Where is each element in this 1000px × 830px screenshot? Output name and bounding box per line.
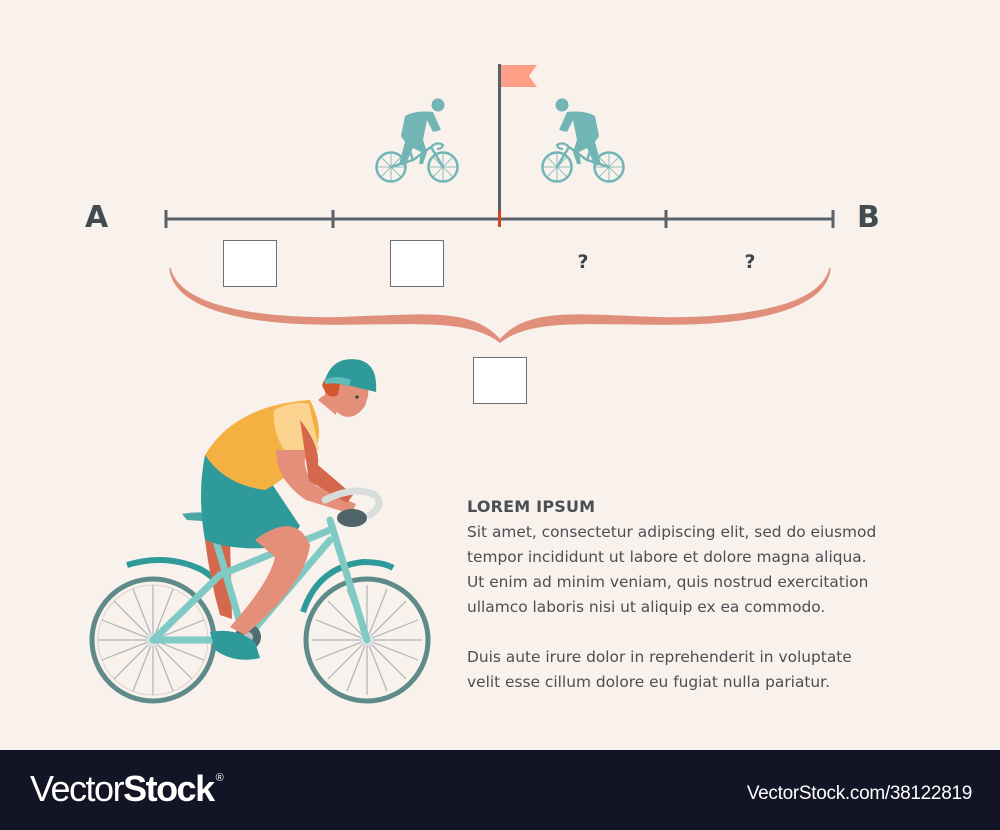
logo-bold-text: Stock bbox=[123, 768, 215, 809]
vectorstock-logo: VectorStock® bbox=[30, 768, 224, 810]
image-url-text: VectorStock.com/38122819 bbox=[746, 783, 972, 804]
segment-1-answer-box[interactable] bbox=[223, 240, 277, 287]
cyclist-silhouette-icon bbox=[375, 98, 459, 183]
watermark-footer: VectorStock® VectorStock.com/38122819 bbox=[0, 750, 1000, 830]
endpoint-a-label: A bbox=[85, 200, 109, 235]
logo-light-text: Vector bbox=[30, 768, 125, 809]
endpoint-b-label: B bbox=[857, 200, 880, 235]
number-line bbox=[164, 64, 835, 228]
flag-icon bbox=[501, 65, 537, 87]
distance-diagram bbox=[89, 64, 835, 704]
text-paragraph-1: Sit amet, consectetur adipiscing elit, s… bbox=[467, 523, 877, 616]
cyclist-silhouette-icon bbox=[541, 98, 625, 183]
segment-3-question-mark: ? bbox=[577, 251, 589, 273]
total-distance-answer-box[interactable] bbox=[473, 357, 527, 404]
segment-2-answer-box[interactable] bbox=[390, 240, 444, 287]
cyclist-illustration bbox=[89, 359, 431, 704]
registered-mark: ® bbox=[215, 772, 224, 784]
description-text-block: LOREM IPSUM Sit amet, consectetur adipis… bbox=[467, 496, 937, 695]
segment-4-question-mark: ? bbox=[744, 251, 756, 273]
curly-brace-icon bbox=[169, 267, 831, 343]
text-heading: LOREM IPSUM bbox=[467, 497, 596, 516]
illustration-canvas: A B ? ? LOREM IPSUM Sit amet, consectetu… bbox=[85, 64, 937, 704]
text-paragraph-2: Duis aute irure dolor in reprehenderit i… bbox=[467, 648, 852, 691]
